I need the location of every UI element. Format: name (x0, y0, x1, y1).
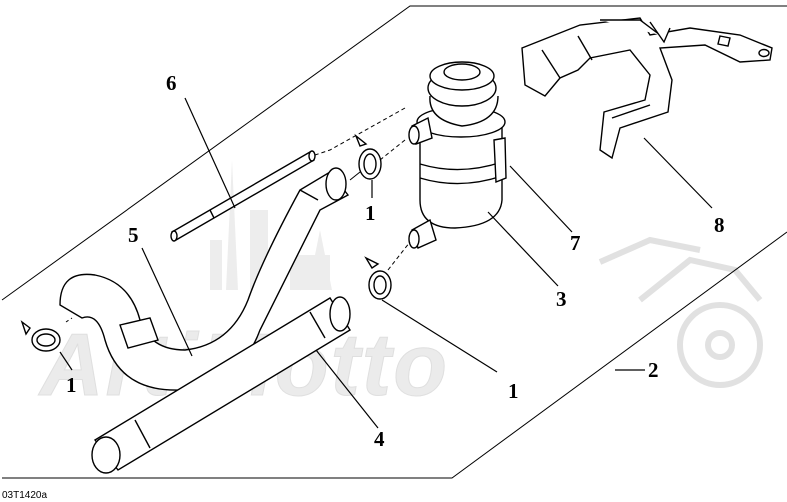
leader-lines (59, 97, 713, 429)
assembly-lines (65, 107, 411, 323)
figure-code: 03T1420a (2, 490, 47, 501)
hose-clamps (20, 133, 392, 352)
callout-2: 2 (648, 358, 659, 382)
clamp-middle (364, 256, 392, 300)
watermark-motorcycle-icon (598, 236, 763, 388)
callout-1-top: 1 (365, 201, 376, 225)
clamp-top (354, 133, 382, 180)
callout-8: 8 (714, 213, 725, 237)
callout-5: 5 (128, 223, 139, 247)
breather-canister (408, 61, 507, 249)
callout-6: 6 (166, 71, 177, 95)
callout-1-bottom: 1 (508, 379, 519, 403)
callout-1-left: 1 (66, 373, 77, 397)
canister-strap (493, 137, 507, 184)
breather-rod (170, 150, 316, 242)
kit-outline (1, 5, 787, 479)
callout-7: 7 (570, 231, 581, 255)
mounting-bracket (521, 17, 773, 160)
watermark-skyline (210, 160, 332, 290)
straight-hose (91, 296, 351, 474)
curved-hose (59, 167, 350, 391)
callouts: 6 5 1 1 1 4 3 7 8 2 (66, 71, 725, 451)
callout-4: 4 (374, 427, 385, 451)
callout-3: 3 (556, 287, 567, 311)
clamp-left (20, 320, 61, 352)
